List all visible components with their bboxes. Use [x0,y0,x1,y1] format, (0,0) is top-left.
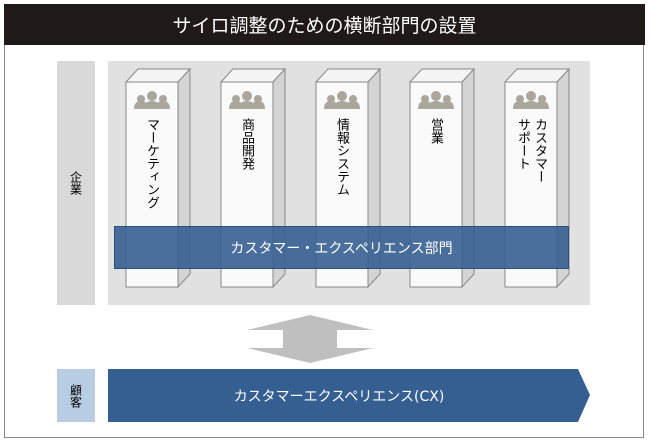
department-label: マーケティング [144,118,159,209]
cross-department-band: カスタマー・エクスペリエンス部門 [114,226,569,269]
page-title: サイロ調整のための横断部門の設置 [4,4,645,45]
department-label: 営業 [428,118,443,144]
people-icon [134,91,170,109]
company-label: 企業 [57,61,95,305]
cx-arrow [108,369,590,422]
department-label: 情報システム [334,118,349,196]
people-icon [418,91,454,109]
customer-experience-label: カスタマーエクスペリエンス(CX) [233,388,445,405]
headset-people-icon [513,91,549,109]
bidirectional-arrow-icon [247,315,373,363]
customer-label: 顧客 [57,369,95,422]
people-icon [229,91,265,109]
department-label: カスタマー サポート [515,118,547,183]
people-icon [324,91,360,109]
department-label: 商品開発 [239,118,254,170]
